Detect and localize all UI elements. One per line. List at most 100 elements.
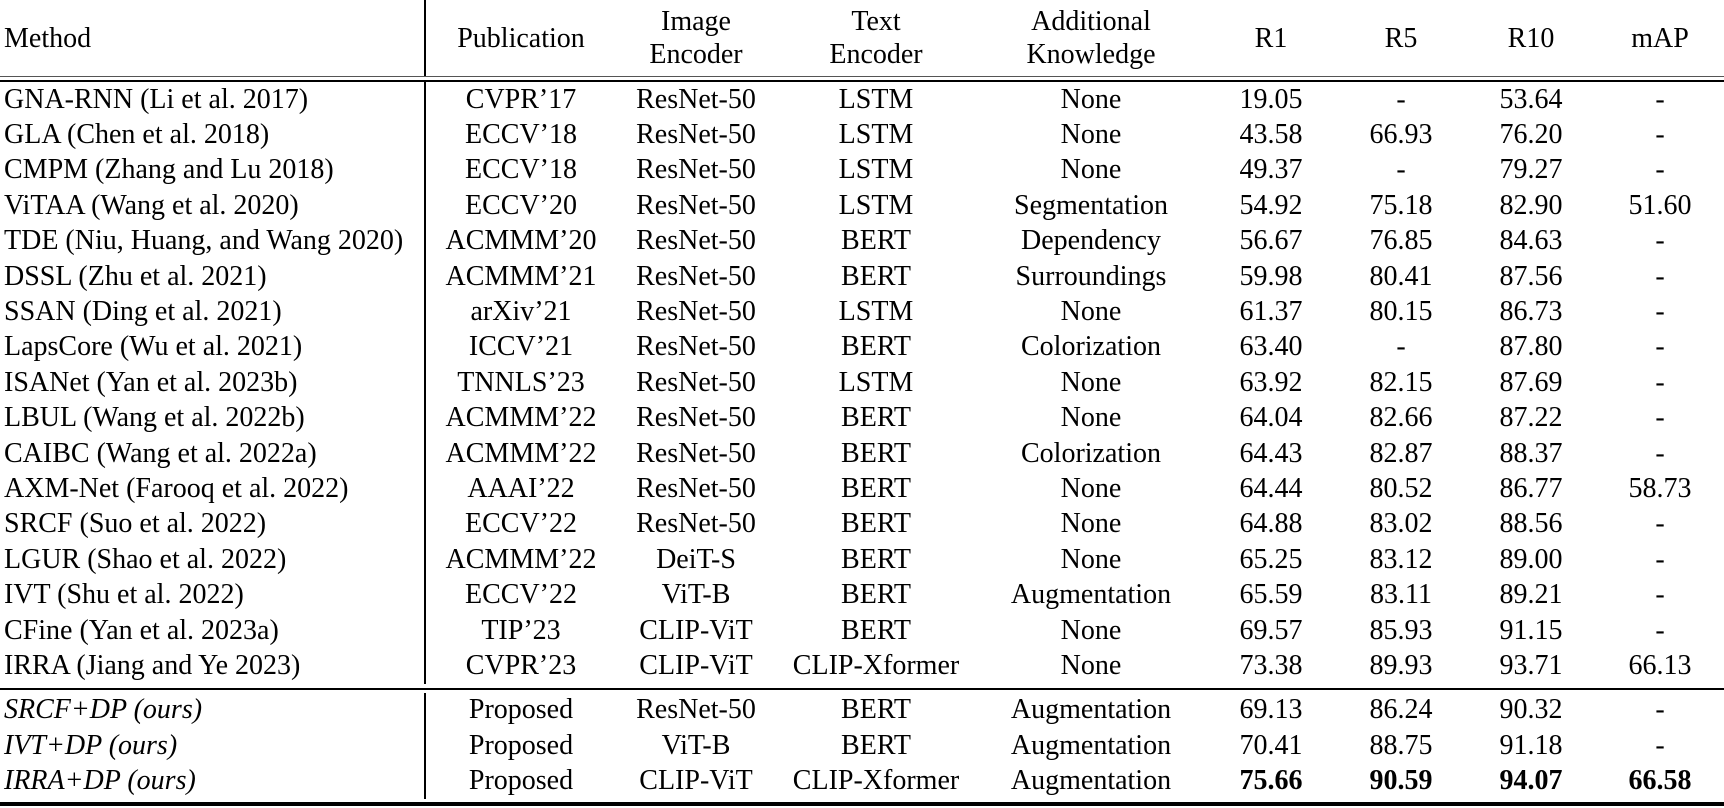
table-row: ISANet (Yan et al. 2023b) TNNLS’23 ResNe… xyxy=(0,365,1724,401)
publication-cell: ICCV’21 xyxy=(468,331,574,363)
publication-cell: arXiv’21 xyxy=(470,296,572,328)
map-cell: - xyxy=(1655,154,1665,186)
map-cell: - xyxy=(1655,729,1665,761)
header-r1: R1 xyxy=(1254,22,1288,54)
method-cell: CMPM (Zhang and Lu 2018) xyxy=(0,152,426,189)
r10-cell: 86.77 xyxy=(1499,472,1563,504)
r10-cell: 87.80 xyxy=(1499,331,1563,363)
map-cell: - xyxy=(1655,437,1665,469)
r1-cell: 69.13 xyxy=(1239,694,1303,726)
r10-cell: 88.56 xyxy=(1499,508,1563,540)
method-cell: IVT (Shu et al. 2022) xyxy=(0,577,426,613)
r5-cell: 80.52 xyxy=(1369,472,1433,504)
r1-cell: 64.43 xyxy=(1239,437,1303,469)
additional-knowledge-cell: None xyxy=(1060,366,1122,398)
text-encoder-cell: BERT xyxy=(841,331,911,363)
image-encoder-cell: ResNet-50 xyxy=(636,694,756,726)
publication-cell: ACMMM’20 xyxy=(445,225,597,257)
r1-cell: 43.58 xyxy=(1239,119,1303,151)
text-encoder-cell: LSTM xyxy=(838,154,914,186)
baseline-rows: GNA-RNN (Li et al. 2017) CVPR’17 ResNet-… xyxy=(0,82,1724,684)
publication-cell: ACMMM’21 xyxy=(445,260,597,292)
text-encoder-cell: LSTM xyxy=(838,189,914,221)
r10-cell: 89.21 xyxy=(1499,579,1563,611)
table-row: IVT+DP (ours) Proposed ViT-B BERT Augmen… xyxy=(0,728,1724,764)
method-cell: IRRA (Jiang and Ye 2023) xyxy=(0,648,426,684)
text-encoder-cell: LSTM xyxy=(838,83,914,115)
text-encoder-cell: LSTM xyxy=(838,296,914,328)
r10-cell: 90.32 xyxy=(1499,694,1563,726)
additional-knowledge-cell: Surroundings xyxy=(1015,260,1167,292)
method-cell: ISANet (Yan et al. 2023b) xyxy=(0,365,426,401)
map-cell: - xyxy=(1655,543,1665,575)
publication-cell: TNNLS’23 xyxy=(457,366,585,398)
publication-cell: Proposed xyxy=(468,729,574,761)
image-encoder-cell: ResNet-50 xyxy=(636,189,756,221)
method-cell: SRCF (Suo et al. 2022) xyxy=(0,506,426,543)
r5-cell: 82.87 xyxy=(1369,437,1433,469)
r10-cell: 82.90 xyxy=(1499,189,1563,221)
text-encoder-cell: LSTM xyxy=(838,119,914,151)
additional-knowledge-cell: Segmentation xyxy=(1014,189,1168,221)
r1-cell: 59.98 xyxy=(1239,260,1303,292)
r1-cell: 73.38 xyxy=(1239,649,1303,681)
publication-cell: Proposed xyxy=(468,694,574,726)
r5-cell: 89.93 xyxy=(1369,649,1433,681)
text-encoder-cell: BERT xyxy=(841,694,911,726)
table-row: GNA-RNN (Li et al. 2017) CVPR’17 ResNet-… xyxy=(0,82,1724,118)
method-cell: AXM-Net (Farooq et al. 2022) xyxy=(0,471,426,507)
image-encoder-cell: ResNet-50 xyxy=(636,119,756,151)
method-cell: SRCF+DP (ours) xyxy=(0,692,426,729)
table-row: DSSL (Zhu et al. 2021) ACMMM’21 ResNet-5… xyxy=(0,258,1724,295)
method-cell: IRRA+DP (ours) xyxy=(0,763,426,799)
map-cell: 58.73 xyxy=(1628,472,1692,504)
additional-knowledge-cell: None xyxy=(1060,154,1122,186)
section-separator-rule xyxy=(0,687,1724,690)
map-cell: - xyxy=(1655,119,1665,151)
map-cell: - xyxy=(1655,296,1665,328)
r5-cell: - xyxy=(1396,83,1406,115)
map-cell: - xyxy=(1655,225,1665,257)
image-encoder-cell: ResNet-50 xyxy=(636,296,756,328)
r1-cell: 70.41 xyxy=(1239,729,1303,761)
text-encoder-cell: BERT xyxy=(841,225,911,257)
image-encoder-cell: ResNet-50 xyxy=(636,225,756,257)
r10-cell: 79.27 xyxy=(1499,154,1563,186)
additional-knowledge-cell: Dependency xyxy=(1021,225,1161,257)
text-encoder-cell: BERT xyxy=(841,508,911,540)
header-r5: R5 xyxy=(1384,22,1418,54)
map-cell: - xyxy=(1655,402,1665,434)
r1-cell: 64.04 xyxy=(1239,402,1303,434)
r1-cell: 49.37 xyxy=(1239,154,1303,186)
publication-cell: ACMMM’22 xyxy=(445,402,597,434)
map-cell: - xyxy=(1655,260,1665,292)
table-row: LGUR (Shao et al. 2022) ACMMM’22 DeiT-S … xyxy=(0,542,1724,578)
header-publication: Publication xyxy=(457,22,585,54)
table-row: LapsCore (Wu et al. 2021) ICCV’21 ResNet… xyxy=(0,329,1724,366)
publication-cell: ECCV’22 xyxy=(465,579,577,611)
header-map: mAP xyxy=(1631,22,1689,54)
r5-cell: 85.93 xyxy=(1369,614,1433,646)
table-row: TDE (Niu, Huang, and Wang 2020) ACMMM’20… xyxy=(0,223,1724,259)
image-encoder-cell: ResNet-50 xyxy=(636,472,756,504)
image-encoder-cell: ResNet-50 xyxy=(636,83,756,115)
proposed-rows: SRCF+DP (ours) Proposed ResNet-50 BERT A… xyxy=(0,692,1724,799)
additional-knowledge-cell: None xyxy=(1060,119,1122,151)
table-row: IRRA (Jiang and Ye 2023) CVPR’23 CLIP-Vi… xyxy=(0,648,1724,684)
r1-cell: 65.59 xyxy=(1239,579,1303,611)
publication-cell: TIP’23 xyxy=(481,614,561,646)
r5-cell: 83.02 xyxy=(1369,508,1433,540)
r1-cell: 64.44 xyxy=(1239,472,1303,504)
image-encoder-cell: ResNet-50 xyxy=(636,508,756,540)
publication-cell: ECCV’20 xyxy=(465,189,577,221)
image-encoder-cell: ResNet-50 xyxy=(636,437,756,469)
table-row: LBUL (Wang et al. 2022b) ACMMM’22 ResNet… xyxy=(0,400,1724,436)
r5-cell: - xyxy=(1396,331,1406,363)
r5-cell: 80.41 xyxy=(1369,260,1433,292)
method-cell: CFine (Yan et al. 2023a) xyxy=(0,612,426,649)
map-cell: - xyxy=(1655,508,1665,540)
additional-knowledge-cell: None xyxy=(1060,649,1122,681)
text-encoder-cell: BERT xyxy=(841,402,911,434)
r10-cell: 89.00 xyxy=(1499,543,1563,575)
